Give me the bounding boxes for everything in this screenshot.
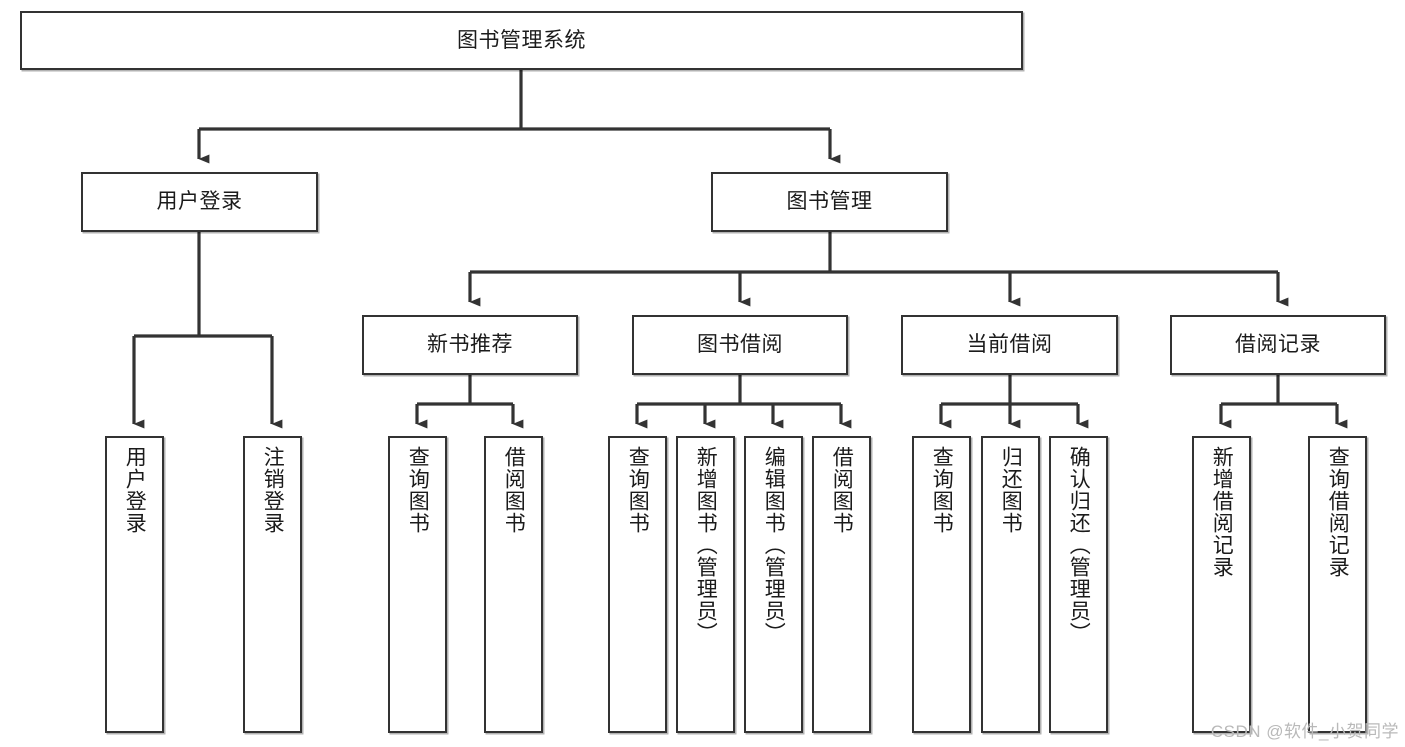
node-user-login[interactable]: 用户登录 bbox=[81, 172, 318, 232]
leaf-query-book-2[interactable]: 查询图书 bbox=[608, 436, 667, 733]
leaf-user-login-label: 用户登录 bbox=[123, 446, 147, 534]
leaf-edit-book-admin[interactable]: 编辑图书（管理员） bbox=[744, 436, 803, 733]
leaf-edit-book-admin-label: 编辑图书（管理员） bbox=[762, 446, 786, 644]
leaf-confirm-return-admin-label: 确认归还（管理员） bbox=[1067, 446, 1091, 644]
node-user-login-label: 用户登录 bbox=[156, 190, 243, 214]
node-book-borrow-label: 图书借阅 bbox=[697, 333, 783, 357]
node-book-borrow[interactable]: 图书借阅 bbox=[632, 315, 848, 375]
leaf-return-book[interactable]: 归还图书 bbox=[981, 436, 1040, 733]
leaf-logout-login[interactable]: 注销登录 bbox=[243, 436, 302, 733]
leaf-logout-login-label: 注销登录 bbox=[261, 446, 285, 534]
leaf-query-book-1-label: 查询图书 bbox=[406, 446, 430, 534]
leaf-query-book-3[interactable]: 查询图书 bbox=[912, 436, 971, 733]
node-root-label: 图书管理系统 bbox=[457, 28, 586, 52]
node-book-management-label: 图书管理 bbox=[786, 190, 873, 214]
leaf-borrow-book-1[interactable]: 借阅图书 bbox=[484, 436, 543, 733]
leaf-add-book-admin-label: 新增图书（管理员） bbox=[694, 446, 718, 644]
node-current-borrow-label: 当前借阅 bbox=[966, 333, 1053, 357]
leaf-add-borrow-record[interactable]: 新增借阅记录 bbox=[1192, 436, 1251, 733]
node-borrow-record-label: 借阅记录 bbox=[1235, 333, 1321, 357]
node-book-management[interactable]: 图书管理 bbox=[711, 172, 948, 232]
node-new-book-recommend-label: 新书推荐 bbox=[427, 333, 513, 357]
node-current-borrow[interactable]: 当前借阅 bbox=[901, 315, 1118, 375]
leaf-query-book-1[interactable]: 查询图书 bbox=[388, 436, 447, 733]
leaf-borrow-book-2[interactable]: 借阅图书 bbox=[812, 436, 871, 733]
csdn-watermark: CSDN @软件_小贺同学 bbox=[1210, 722, 1399, 741]
node-new-book-recommend[interactable]: 新书推荐 bbox=[362, 315, 578, 375]
leaf-add-borrow-record-label: 新增借阅记录 bbox=[1210, 446, 1234, 578]
leaf-query-book-2-label: 查询图书 bbox=[626, 446, 650, 534]
leaf-query-book-3-label: 查询图书 bbox=[930, 446, 954, 534]
leaf-return-book-label: 归还图书 bbox=[999, 446, 1023, 534]
leaf-add-book-admin[interactable]: 新增图书（管理员） bbox=[676, 436, 735, 733]
node-borrow-record[interactable]: 借阅记录 bbox=[1170, 315, 1386, 375]
node-root[interactable]: 图书管理系统 bbox=[20, 11, 1023, 70]
leaf-user-login[interactable]: 用户登录 bbox=[105, 436, 164, 733]
leaf-confirm-return-admin[interactable]: 确认归还（管理员） bbox=[1049, 436, 1108, 733]
leaf-borrow-book-1-label: 借阅图书 bbox=[502, 446, 526, 534]
leaf-query-borrow-record[interactable]: 查询借阅记录 bbox=[1308, 436, 1367, 733]
leaf-borrow-book-2-label: 借阅图书 bbox=[830, 446, 854, 534]
leaf-query-borrow-record-label: 查询借阅记录 bbox=[1326, 446, 1350, 578]
